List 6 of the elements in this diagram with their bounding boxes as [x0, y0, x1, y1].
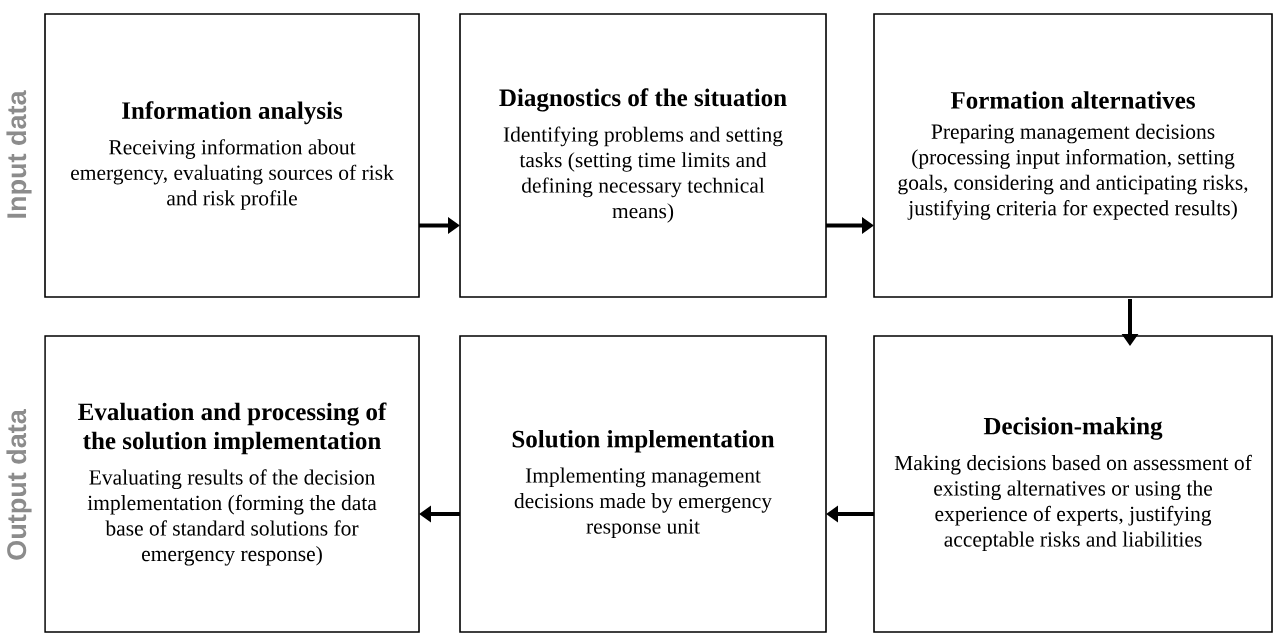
- process-box: Diagnostics of the situation Identifying problems and setting tasks (setting time limits and defining necessary technical means): [459, 13, 827, 298]
- process-box: Decision-making Making decisions based on assessment of existing alternatives or using the experience of experts, justifying acceptable risks and liabilities: [873, 335, 1273, 633]
- process-box: Evaluation and processing of the solution implementation Evaluating results of the decision implementation (forming the data base of standard solutions for emergency response): [44, 335, 420, 633]
- process-box: Solution implementation Implementing management decisions made by emergency response unit: [459, 335, 827, 633]
- process-box: Information analysis Receiving information about emergency, evaluating sources of risk and risk profile: [44, 13, 420, 298]
- process-box: Formation alternatives Preparing management decisions (processing input information, setting goals, considering and anticipating risks, justifying criteria for expected results): [873, 13, 1273, 298]
